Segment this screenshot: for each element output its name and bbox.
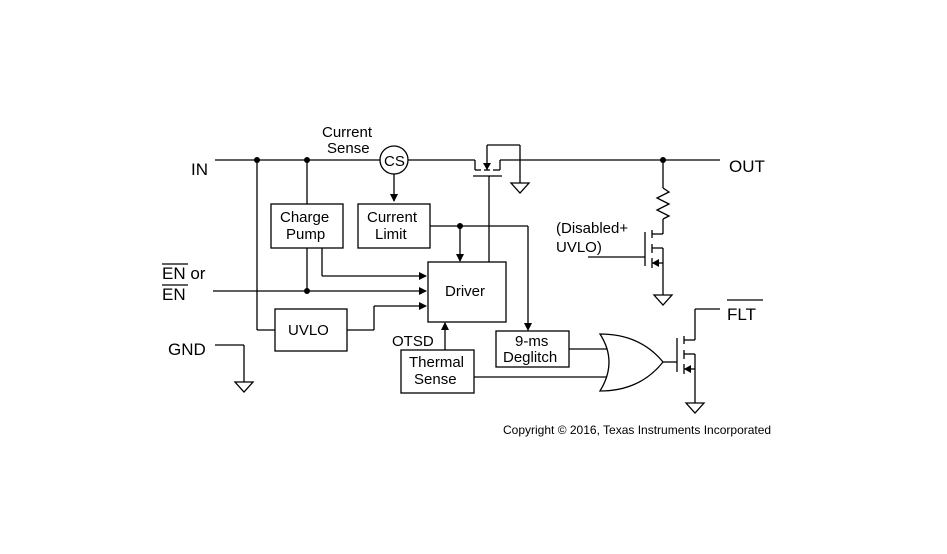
current-sense-label-1: Current bbox=[322, 124, 373, 141]
pin-gnd-label: GND bbox=[168, 340, 206, 359]
uvlo-label: UVLO bbox=[288, 322, 329, 339]
discharge-resistor bbox=[655, 187, 671, 220]
charge-pump-label-1: Charge bbox=[280, 209, 329, 226]
thermal-sense-label-2: Sense bbox=[414, 371, 457, 388]
flt-fet bbox=[676, 308, 720, 403]
pass-fet bbox=[473, 144, 521, 262]
pin-en-label-line1: EN or bbox=[162, 264, 206, 283]
or-gate bbox=[598, 333, 664, 392]
pin-en-label-line2: EN bbox=[162, 285, 186, 304]
uvlo-block bbox=[274, 308, 348, 352]
driver-label: Driver bbox=[445, 283, 485, 300]
current-limit-label-1: Current bbox=[367, 209, 418, 226]
charge-pump-label-2: Pump bbox=[286, 226, 325, 243]
pin-flt-label: FLT bbox=[727, 305, 756, 324]
fet-body-ground-icon bbox=[509, 182, 531, 194]
cs-label: CS bbox=[384, 153, 405, 170]
thermal-sense-block bbox=[400, 349, 475, 394]
pin-in-label: IN bbox=[191, 160, 208, 179]
pin-out-label: OUT bbox=[729, 157, 765, 176]
thermal-sense-label-1: Thermal bbox=[409, 354, 464, 371]
current-limit-block bbox=[357, 203, 431, 249]
current-limit-label-2: Limit bbox=[375, 226, 408, 243]
deglitch-label-2: Deglitch bbox=[503, 349, 557, 366]
deglitch-label-1: 9-ms bbox=[515, 333, 548, 350]
discharge-fet-ground-icon bbox=[652, 294, 674, 306]
deglitch-block bbox=[495, 330, 570, 368]
driver-block bbox=[427, 261, 507, 323]
current-sense-label-2: Sense bbox=[327, 140, 370, 157]
flt-fet-ground-icon bbox=[684, 402, 706, 414]
copyright-notice: Copyright © 2016, Texas Instruments Inco… bbox=[503, 423, 771, 437]
disabled-uvlo-label-2: UVLO) bbox=[556, 239, 602, 256]
gnd-ground-icon bbox=[233, 381, 255, 393]
discharge-fet bbox=[644, 230, 664, 295]
disabled-uvlo-label-1: (Disabled+ bbox=[556, 220, 628, 237]
otsd-label: OTSD bbox=[392, 333, 434, 350]
